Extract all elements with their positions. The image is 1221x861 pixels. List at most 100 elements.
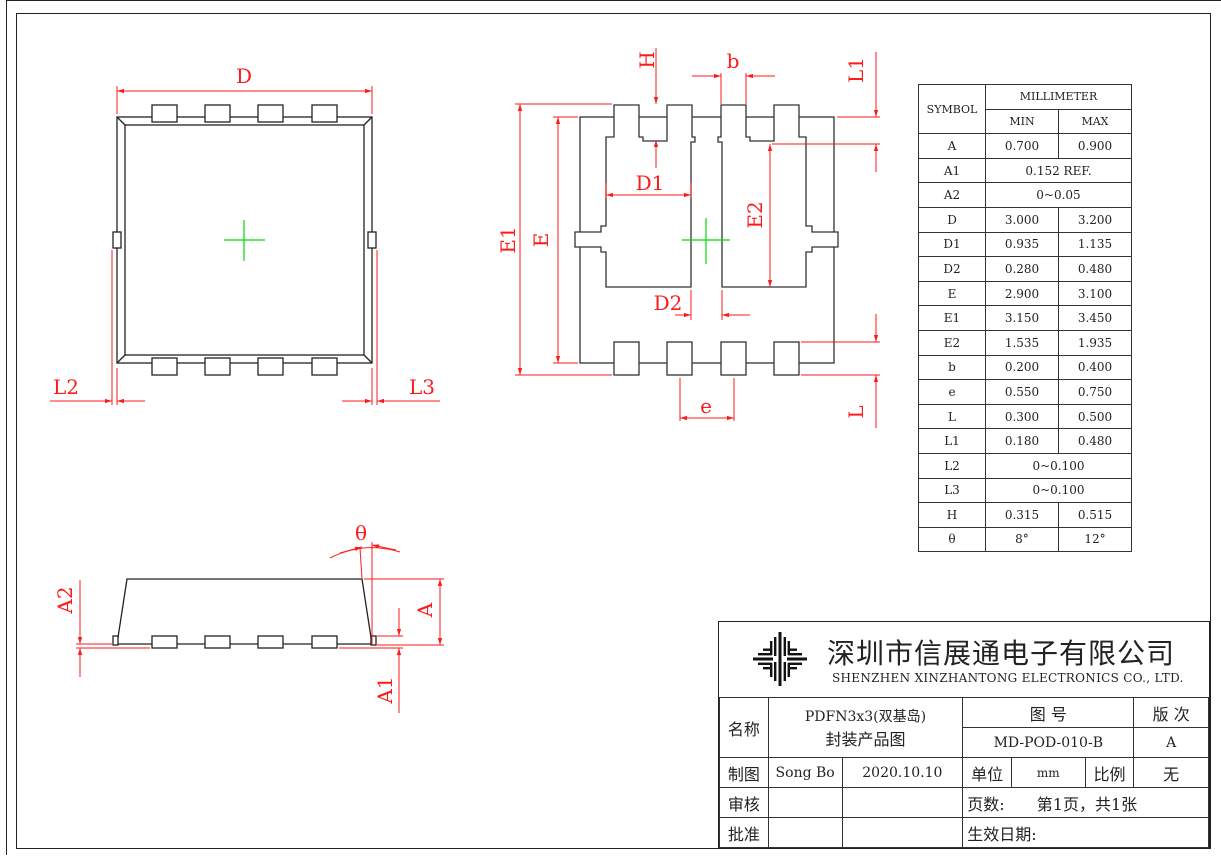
- spec-symbol: D2: [918, 256, 986, 282]
- company-name-en: SHENZHEN XINZHANTONG ELECTRONICS CO., LT…: [832, 671, 1184, 685]
- spec-max: 0.750: [1058, 379, 1132, 405]
- bottom-lead: [720, 341, 747, 376]
- top-lead: [151, 357, 178, 376]
- scale-value: 无: [1133, 757, 1209, 788]
- top-lead: [257, 104, 284, 123]
- label-D: D: [236, 64, 252, 88]
- label-E: E: [529, 233, 553, 248]
- side-view-body: [116, 578, 373, 645]
- unit-label: 单位: [962, 757, 1012, 788]
- revision-label: 版 次: [1133, 697, 1209, 728]
- label-D1: D1: [636, 171, 665, 195]
- spec-symbol: A2: [918, 182, 986, 208]
- top-lead: [311, 104, 338, 123]
- min-header: MIN: [985, 108, 1059, 135]
- top-view: [112, 104, 377, 376]
- unit-value: mm: [1010, 757, 1086, 788]
- side-lead: [151, 635, 178, 649]
- spec-symbol: L: [918, 403, 986, 430]
- review-signer: [767, 787, 843, 818]
- spec-min: 0.300: [985, 403, 1059, 430]
- side-lead: [311, 635, 338, 649]
- product-name-line2: 封装产品图: [825, 729, 906, 749]
- sheet-outer-border: [6, 0, 1221, 855]
- left-die-pad: [574, 104, 696, 288]
- spec-symbol: e: [918, 379, 986, 405]
- name-label: 名称: [719, 697, 769, 758]
- spec-max: 0.400: [1058, 354, 1132, 381]
- spec-max: 3.100: [1058, 280, 1132, 307]
- spec-symbol: D1: [918, 231, 986, 258]
- bottom-lead: [666, 341, 693, 376]
- pages-value: 第1页，共1张: [1036, 794, 1138, 814]
- spec-value-span: 0~0.05: [985, 182, 1132, 208]
- spec-value-span: 0.152 REF.: [985, 157, 1132, 184]
- top-lead: [311, 357, 338, 376]
- label-b: b: [727, 49, 740, 73]
- revision-value: A: [1133, 727, 1209, 758]
- side-view: [112, 578, 377, 649]
- spec-max: 3.450: [1058, 305, 1132, 331]
- spec-min: 2.900: [985, 280, 1059, 307]
- company-logo-icon: [753, 632, 807, 686]
- title-block-grid: 名称 PDFN3x3(双基岛) 封装产品图 图 号 版 次 MD-POD-010…: [719, 697, 1209, 848]
- page-count: 页数: 第1页，共1张: [962, 787, 1209, 818]
- side-view-dimensions: [76, 542, 444, 713]
- spec-max: 1.935: [1058, 329, 1132, 356]
- top-view-center-mark: [224, 220, 265, 261]
- sheet-inner-border: [16, 13, 1211, 849]
- spec-symbol: L1: [918, 428, 986, 454]
- right-die-pad: [717, 104, 839, 288]
- pages-label: 页数:: [967, 794, 1005, 814]
- unit-header: MILLIMETER: [985, 84, 1132, 110]
- spec-symbol: L2: [918, 452, 986, 479]
- spec-min: 0.550: [985, 379, 1059, 405]
- spec-min: 3.000: [985, 206, 1059, 233]
- drawn-date: 2020.10.10: [841, 757, 964, 788]
- side-tab: [367, 231, 377, 249]
- spec-max: 1.135: [1058, 231, 1132, 258]
- approve-date: [841, 817, 964, 848]
- scale-label: 比例: [1084, 757, 1135, 788]
- label-E1: E1: [496, 226, 520, 253]
- spec-min: 8°: [985, 526, 1059, 553]
- drawing-number: MD-POD-010-B: [962, 727, 1135, 758]
- label-e: e: [700, 394, 712, 418]
- label-A1: A1: [373, 676, 397, 704]
- title-block: 深圳市信展通电子有限公司 SHENZHEN XINZHANTONG ELECTR…: [718, 621, 1210, 849]
- side-lead: [257, 635, 284, 649]
- label-theta: θ: [355, 521, 367, 545]
- drawing-number-label: 图 号: [962, 697, 1135, 728]
- spec-symbol: D: [918, 206, 986, 233]
- approve-label: 批准: [719, 817, 769, 848]
- spec-max: 0.900: [1058, 133, 1132, 159]
- spec-min: 0.315: [985, 502, 1059, 528]
- label-A2: A2: [53, 586, 77, 614]
- label-L1: L1: [844, 57, 868, 83]
- bottom-lead: [613, 341, 640, 376]
- label-H: H: [635, 51, 659, 68]
- spec-max: 3.200: [1058, 206, 1132, 233]
- spec-symbol: A1: [918, 157, 986, 184]
- label-L2: L2: [53, 375, 79, 399]
- label-E2: E2: [743, 201, 767, 228]
- top-lead: [204, 357, 231, 376]
- review-label: 审核: [719, 787, 769, 818]
- top-lead: [257, 357, 284, 376]
- review-date: [841, 787, 964, 818]
- top-lead: [151, 104, 178, 123]
- top-view-dimensions: [50, 86, 440, 405]
- spec-symbol: A: [918, 133, 986, 159]
- side-lead: [204, 635, 231, 649]
- spec-max: 0.500: [1058, 403, 1132, 430]
